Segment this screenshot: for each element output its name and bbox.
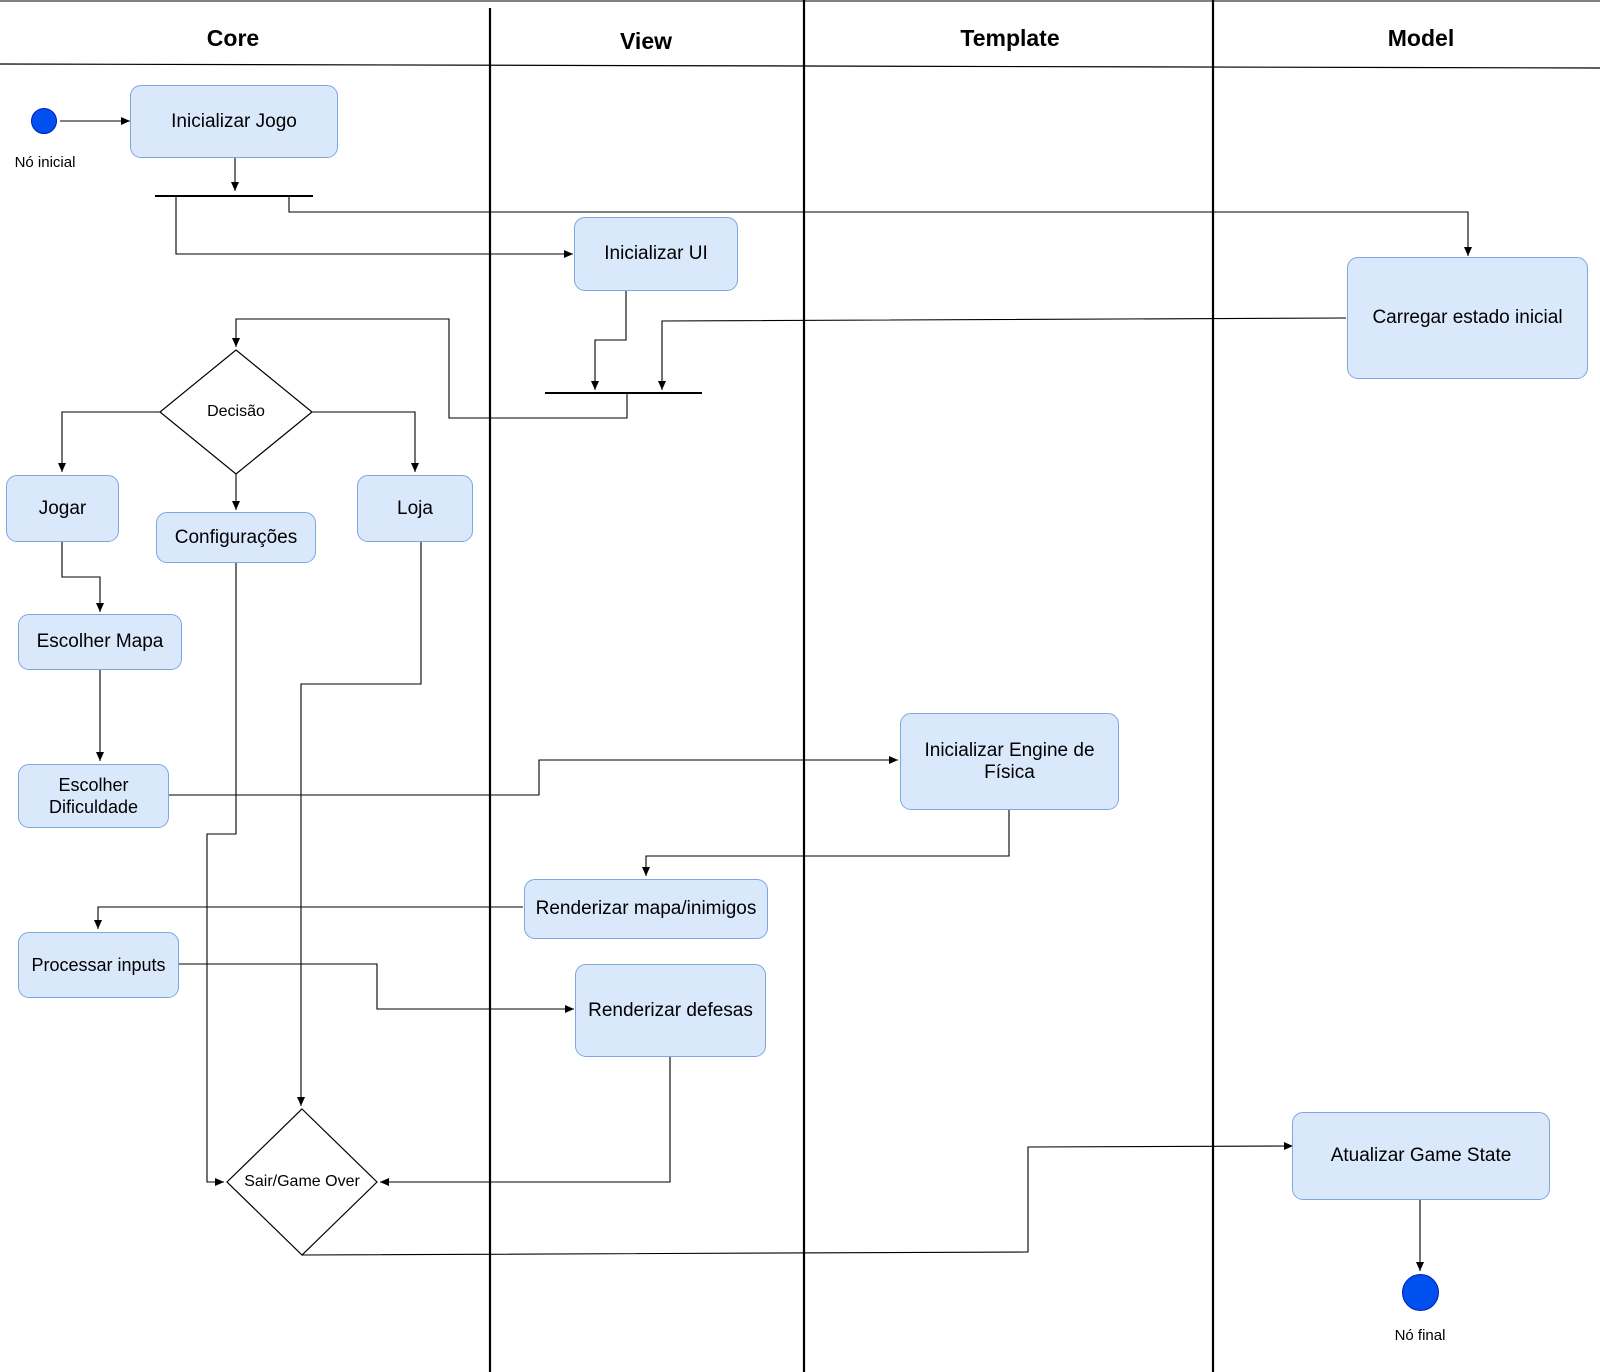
activity-carregar-estado-inicial: Carregar estado inicial [1347,257,1588,379]
activity-escolher-mapa: Escolher Mapa [18,614,182,670]
final-node-label: Nó final [1394,1327,1446,1344]
edge-carregar-estado-to-join [658,317,1347,390]
edge-configuracoes-to-sair [206,563,237,1186]
lane-title-core: Core [206,25,260,51]
activity-inicializar-ui: Inicializar UI [574,217,738,291]
edge-inicializar-ui-to-join [591,288,627,390]
activity-atualizar-game-state: Atualizar Game State [1292,1112,1550,1200]
edge-renderizar-mapa-to-processar-inputs [94,906,523,929]
lane-title-template: Template [960,25,1060,51]
decision-sair-game-over-label: Sair/Game Over [244,1173,360,1190]
activity-jogar: Jogar [6,475,119,542]
edge-escolher-dificuldade-to-engine [169,756,898,796]
decision-decisao-label: Decisão [207,403,265,420]
activity-escolher-dificuldade: Escolher Dificuldade [18,764,169,828]
edge-fork-to-carregar-estado [288,196,1472,256]
activity-loja: Loja [357,475,473,542]
edge-decisao-to-jogar [58,411,160,472]
edge-processar-inputs-to-renderizar-defesas [179,963,574,1013]
edge-loja-to-sair [297,542,422,1106]
lane-title-model: Model [1387,25,1455,51]
initial-node [31,108,57,134]
edge-decisao-to-loja [312,411,419,472]
activity-processar-inputs: Processar inputs [18,932,179,998]
lane-header-separator [0,63,1600,69]
activity-renderizar-mapa-inimigos: Renderizar mapa/inimigos [524,879,768,939]
activity-inicializar-engine-de-fisica: Inicializar Engine de Física [900,713,1119,810]
initial-node-label: Nó inicial [14,154,76,171]
activity-configuracoes: Configurações [156,512,316,563]
edge-renderizar-defesas-to-sair [380,1056,671,1186]
activity-renderizar-defesas: Renderizar defesas [575,964,766,1057]
edge-fork-to-inicializar-ui [175,196,573,258]
edge-engine-to-renderizar-mapa [642,810,1010,876]
lane-title-view: View [620,28,672,54]
flow-edges [58,117,1472,1271]
activity-inicializar-jogo: Inicializar Jogo [130,85,338,158]
edge-jogar-to-escolher-mapa [61,542,104,612]
final-node [1402,1274,1439,1311]
edge-join-to-decisao [232,318,628,419]
edge-sair-to-atualizar-game-state [301,1142,1294,1256]
